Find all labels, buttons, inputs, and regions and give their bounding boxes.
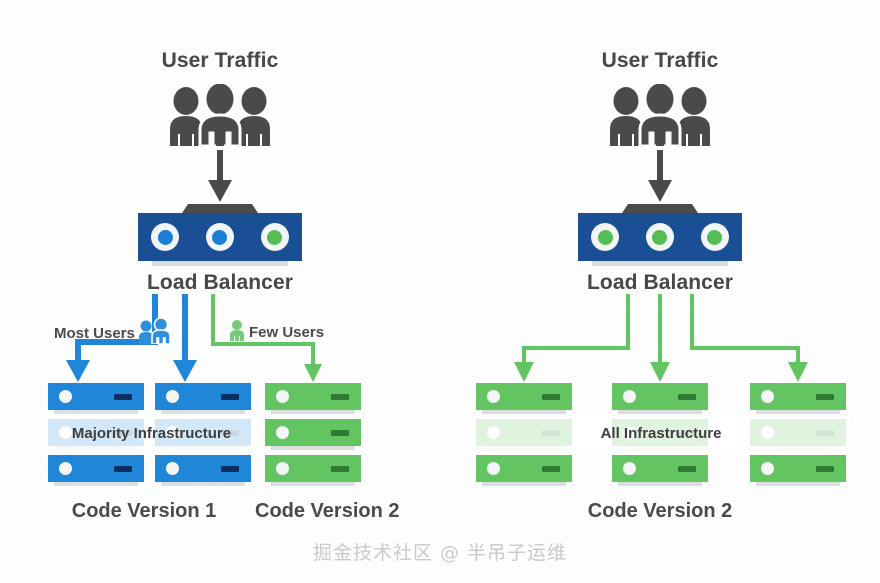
server-node	[750, 383, 846, 414]
load-balancer-label-right: Load Balancer	[586, 271, 733, 294]
watermark-text: 掘金技术社区 @ 半吊子运维	[312, 542, 568, 564]
all-green-right-panel: User Traffic	[440, 0, 880, 583]
server-node	[48, 455, 144, 486]
traffic-arrow-left	[208, 150, 232, 202]
server-node	[155, 383, 251, 414]
led-indicator-green-2	[645, 223, 674, 251]
route-label-most-users: Most Users	[54, 317, 172, 348]
routing-arrows-right	[440, 290, 880, 385]
server-node	[750, 455, 846, 486]
load-balancer-label-left: Load Balancer	[146, 271, 293, 294]
caption-code-version-2-left: Code Version 2	[255, 500, 400, 522]
caption-code-version-1: Code Version 1	[71, 500, 217, 522]
led-indicator-blue-1	[151, 223, 180, 251]
server-node	[476, 383, 572, 414]
load-balancer-right	[578, 204, 742, 266]
infrastructure-band-label-right: All Infrastructure	[600, 425, 722, 442]
server-node	[476, 455, 572, 486]
caption-code-version-2-right: Code Version 2	[587, 500, 733, 522]
route-label-most-users-text: Most Users	[54, 324, 135, 342]
led-indicator-green-1	[260, 223, 289, 251]
server-node	[612, 455, 708, 486]
server-node	[265, 383, 361, 414]
led-indicator-green-1	[591, 223, 620, 251]
server-racks-left: Majority Infrastructure	[0, 383, 440, 487]
load-balancer-left	[138, 204, 302, 266]
routing-arrows-left	[0, 290, 440, 385]
user-crowd-icon-left	[160, 84, 280, 146]
one-person-icon	[228, 319, 246, 345]
page-title-user-traffic-right: User Traffic	[601, 49, 719, 72]
rack-column-code-version-2	[265, 383, 361, 491]
load-balancer-shadow	[592, 261, 728, 266]
server-racks-right: All Infrastructure	[440, 383, 880, 487]
traffic-arrow-right	[648, 150, 672, 202]
page-title-user-traffic-left: User Traffic	[161, 49, 279, 72]
load-balancer-plate-icon	[182, 204, 258, 213]
server-node	[265, 419, 361, 450]
two-people-icon	[138, 317, 172, 348]
server-node	[265, 455, 361, 486]
led-indicator-green-3	[700, 223, 729, 251]
blue-green-left-panel: User Traffic	[0, 49, 440, 522]
load-balancer-led-row	[138, 213, 302, 261]
led-indicator-blue-2	[205, 223, 234, 251]
server-node	[155, 455, 251, 486]
load-balancer-plate-icon	[622, 204, 698, 213]
route-label-few-users-text: Few Users	[249, 323, 325, 341]
server-node	[612, 383, 708, 414]
route-label-few-users: Few Users	[228, 319, 324, 345]
load-balancer-led-row	[578, 213, 742, 261]
infrastructure-band-label-left: Majority Infrastructure	[71, 425, 232, 442]
user-crowd-icon-right	[600, 84, 720, 146]
load-balancer-shadow	[152, 261, 288, 266]
server-node	[48, 383, 144, 414]
